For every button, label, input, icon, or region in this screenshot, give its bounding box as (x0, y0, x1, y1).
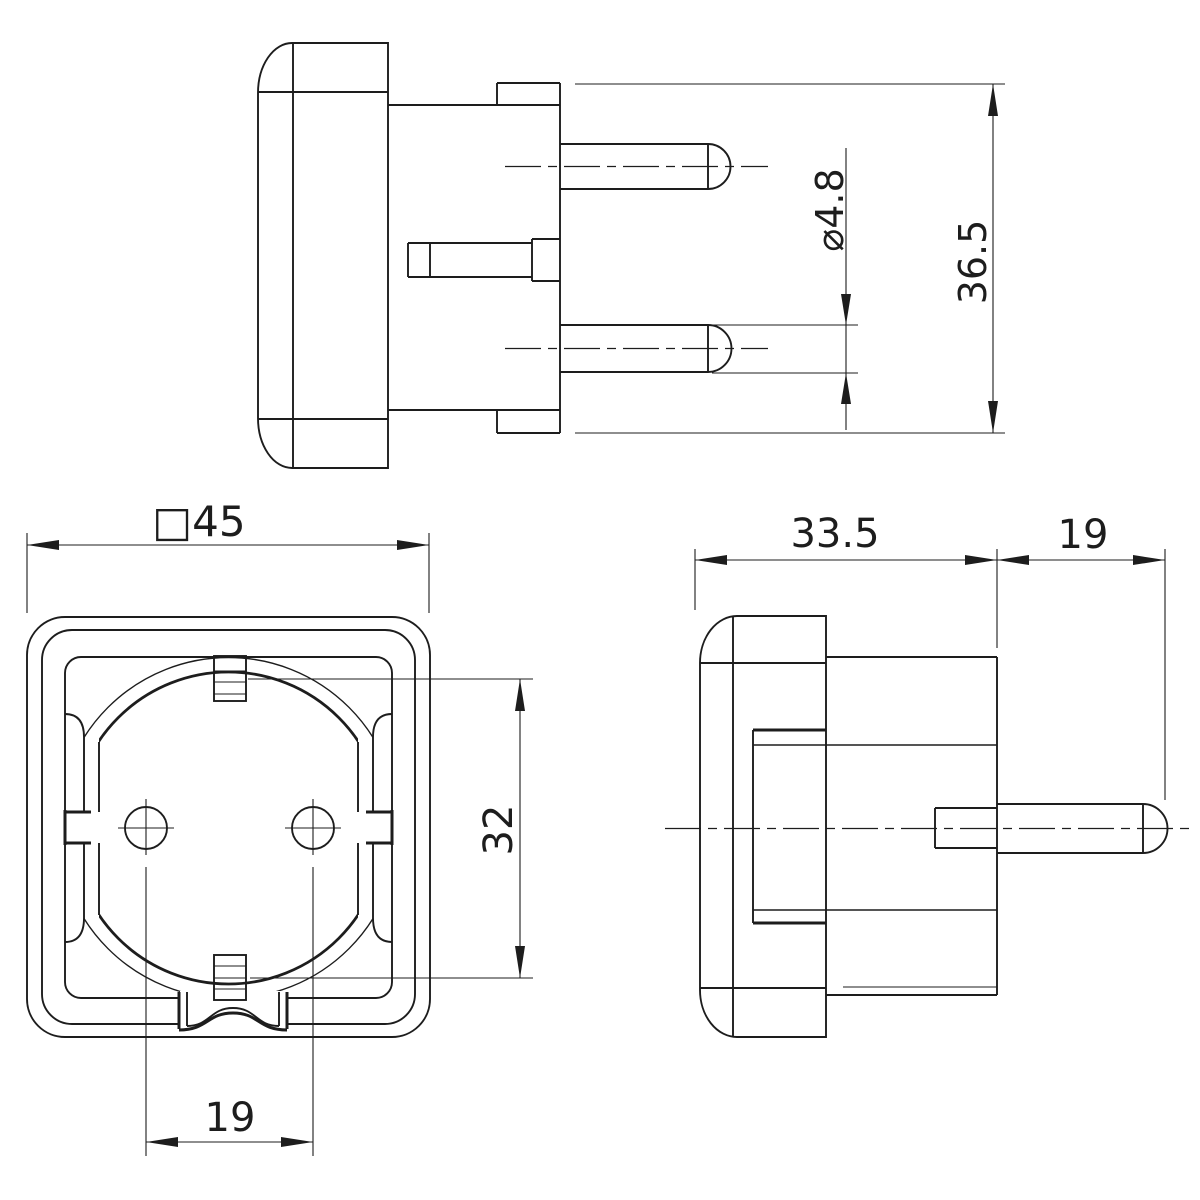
upper-pin (505, 143, 768, 190)
pin-pitch-label: 19 (205, 1095, 256, 1141)
dimension-pin-length: 19 (997, 512, 1166, 800)
bottom-cable-cutout (177, 991, 289, 1032)
top-side-elevation-view: ⌀4.8 36.5 (257, 42, 1005, 469)
side-earth-clip-pockets (63, 810, 394, 845)
pin-holes (118, 799, 341, 1156)
face-height-label: 36.5 (951, 220, 995, 305)
earth-contact-bottom (213, 954, 247, 1001)
pin-diameter-label: ⌀4.8 (808, 168, 852, 251)
back-plate-outline (699, 615, 827, 1038)
earth-contact-span-label: 32 (476, 805, 522, 856)
adapter-body-outline (257, 42, 389, 469)
plug-housing-outline (388, 82, 561, 434)
dimension-pin-pitch: 19 (146, 1095, 313, 1147)
dimension-pin-diameter: ⌀4.8 (712, 148, 858, 430)
dimension-earth-contact-span: 32 (248, 678, 533, 979)
front-socket-face-view: □45 32 19 (26, 497, 533, 1156)
pin-length-label: 19 (1058, 512, 1109, 558)
side-pin (665, 803, 1192, 854)
plug-housing-side (752, 656, 998, 996)
socket-body-outlines (26, 616, 431, 1038)
socket-recess-circles (64, 656, 393, 1000)
body-square-label: □45 (152, 497, 245, 546)
right-side-elevation-view: 33.5 19 (665, 511, 1192, 1038)
dimension-body-depth: 33.5 (694, 511, 1165, 648)
dimension-face-height: 36.5 (575, 83, 1005, 434)
earth-contact-top (213, 655, 247, 702)
dimension-body-square: □45 (26, 497, 430, 613)
lower-pin (505, 324, 768, 373)
body-depth-label: 33.5 (790, 511, 879, 557)
